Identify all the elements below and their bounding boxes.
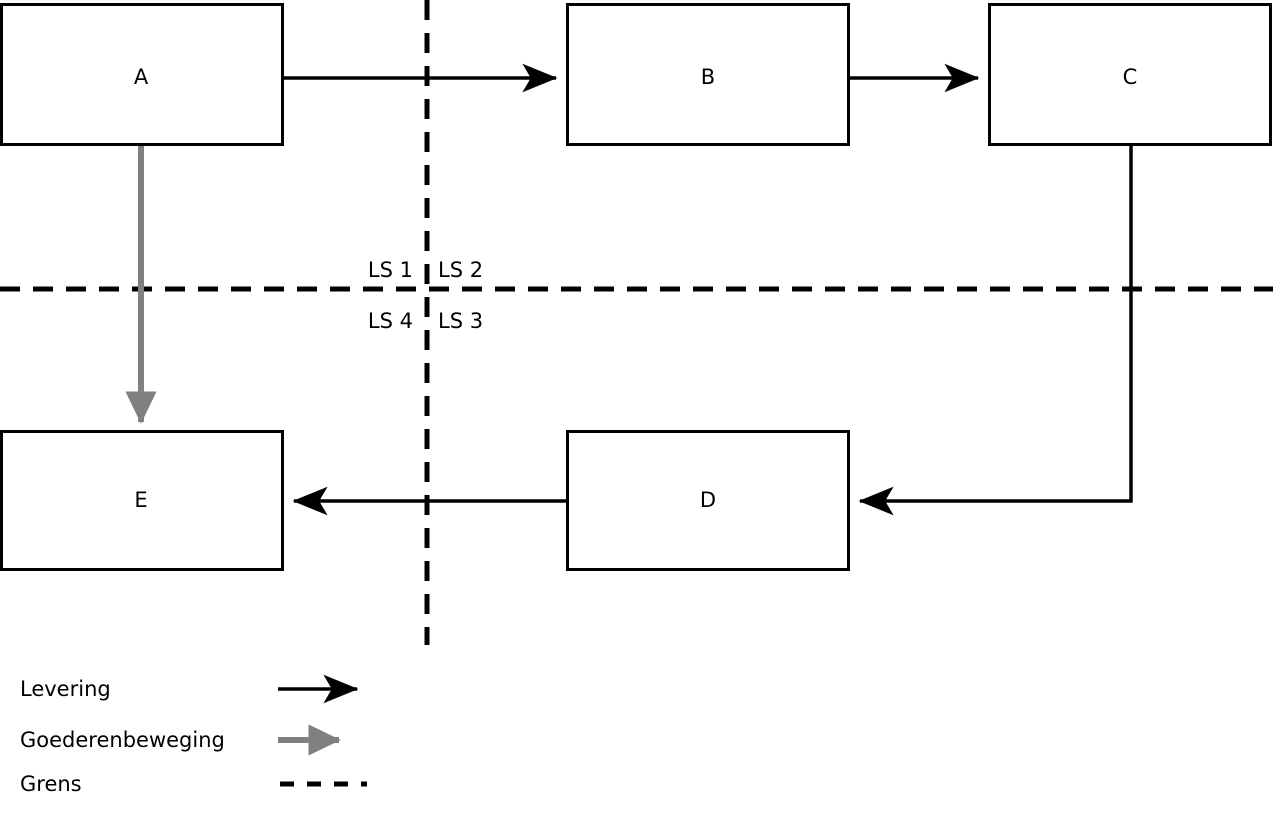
node-d[interactable]: D xyxy=(566,430,850,571)
legend-label-goederenbeweging: Goederenbeweging xyxy=(20,728,225,752)
node-d-box[interactable] xyxy=(566,430,850,571)
node-e-box[interactable] xyxy=(0,430,284,571)
quadrant-label-ls2: LS 2 xyxy=(438,258,483,282)
node-c[interactable]: C xyxy=(988,3,1272,146)
nodes-group: A B C D E xyxy=(0,3,1272,571)
borders-group xyxy=(0,0,1273,645)
edge-c-to-d xyxy=(858,146,1133,516)
legend-label-levering: Levering xyxy=(20,677,111,701)
node-a-box[interactable] xyxy=(0,3,284,146)
node-b-box[interactable] xyxy=(566,3,850,146)
legend-item-goederenbeweging: Goederenbeweging xyxy=(20,724,341,756)
node-e-label: E xyxy=(134,488,147,512)
quadrant-label-ls1: LS 1 xyxy=(368,258,413,282)
legend-label-grens: Grens xyxy=(20,772,82,796)
node-c-label: C xyxy=(1123,65,1138,89)
quadrant-label-ls4: LS 4 xyxy=(368,309,413,333)
legend-item-levering: Levering xyxy=(20,674,359,704)
edges-group xyxy=(125,63,1133,516)
node-b-label: B xyxy=(701,65,715,89)
node-b[interactable]: B xyxy=(566,3,850,146)
node-a[interactable]: A xyxy=(0,3,284,146)
node-a-label: A xyxy=(134,65,149,89)
legend-item-grens: Grens xyxy=(20,772,367,796)
quadrant-label-ls3: LS 3 xyxy=(438,309,483,333)
node-c-box[interactable] xyxy=(988,3,1272,146)
node-d-label: D xyxy=(700,488,716,512)
quadrant-labels-group: LS 1 LS 2 LS 4 LS 3 xyxy=(368,258,483,333)
node-e[interactable]: E xyxy=(0,430,284,571)
legend: Levering Goederenbeweging Grens xyxy=(20,674,367,796)
